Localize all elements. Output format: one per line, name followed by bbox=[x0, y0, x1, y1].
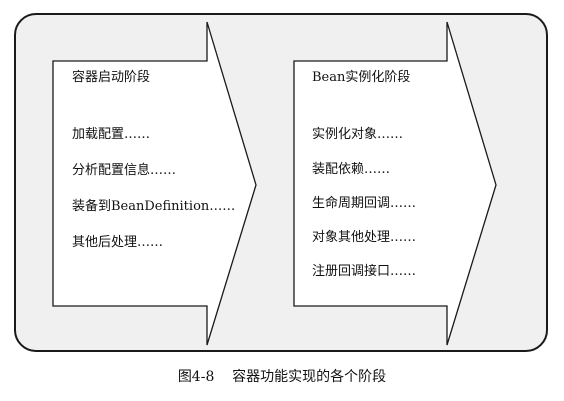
stage2-item-wire-dependencies: 装配依赖…… bbox=[312, 162, 391, 177]
stage2-item-instantiate: 实例化对象…… bbox=[312, 127, 404, 142]
stage2-arrow bbox=[293, 21, 497, 346]
stage2-item-register-callback: 注册回调接口…… bbox=[312, 264, 417, 279]
stage2-item-other-processing: 对象其他处理…… bbox=[312, 230, 417, 245]
stage1-arrow bbox=[52, 21, 257, 346]
stage1-item-analyze-config: 分析配置信息…… bbox=[72, 163, 177, 178]
stage1-item-post-processing: 其他后处理…… bbox=[72, 235, 164, 250]
stage2-title: Bean实例化阶段 bbox=[312, 70, 411, 85]
figure-caption: 图4-8 容器功能实现的各个阶段 bbox=[177, 369, 387, 385]
stage2-item-lifecycle-callback: 生命周期回调…… bbox=[312, 196, 417, 211]
stage1-item-bean-definition: 装备到BeanDefinition…… bbox=[72, 199, 236, 214]
stage1-title: 容器启动阶段 bbox=[72, 70, 151, 85]
stage1-item-load-config: 加载配置…… bbox=[72, 127, 151, 142]
